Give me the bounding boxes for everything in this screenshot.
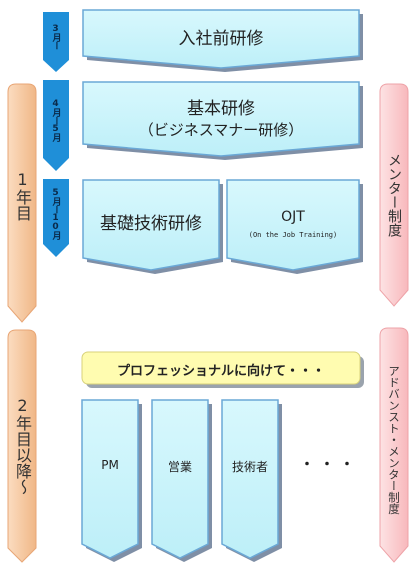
timeline-label-step1: 3月ー [50,23,61,49]
stage-ojt-title: OJT [281,209,305,225]
timeline-chevron-step3 [43,179,69,257]
timeline-label-step3: 5月ー10月 [50,187,61,239]
stage-pre-entry [82,9,363,72]
role-label-pm: PM [101,458,119,472]
year-label-second: 2年目以降～ [13,395,32,495]
stage-basic [82,81,363,160]
year-label-first: 1年目 [13,169,32,221]
stage-pre-entry-label: 入社前研修 [178,29,264,49]
year-arrow-second [7,329,37,563]
mentor-arrow-second [379,327,409,563]
stage-ojt [226,179,363,274]
stage-basic-label-line2: （ビジネスマナー研修） [138,121,304,139]
professional-banner [81,351,364,388]
stage-foundation-label: 基礎技術研修 [100,214,202,234]
professional-banner-text: プロフェッショナルに向けて・・・ [116,364,325,379]
stage-basic-label-line1: 基本研修 [187,99,255,119]
year-arrow-first [7,83,37,323]
stage-ojt-subtitle: (On the Job Training) [248,231,338,239]
role-column-engineer [221,399,282,562]
mentor-label-second: アドバンスト・メンター制度 [387,365,401,515]
timeline-chevron-step2 [43,80,69,171]
role-column-pm [81,399,142,562]
mentor-label-first: メンター制度 [386,153,402,237]
mentor-arrow-first [379,83,409,307]
role-label-engineer: 技術者 [231,460,268,474]
role-label-sales: 営業 [167,460,192,474]
timeline-chevron-step1 [43,12,69,72]
timeline-label-step2: 4月ー5月 [50,99,61,141]
role-more-ellipsis: ・・・ [300,457,360,473]
role-column-sales [151,399,212,562]
stage-foundation [82,179,223,274]
